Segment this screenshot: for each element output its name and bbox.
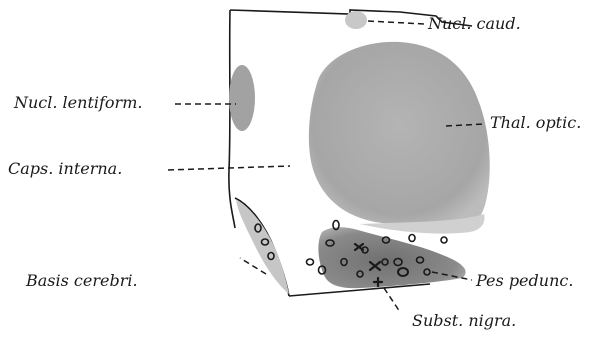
label-nucl-lentiform: Nucl. lentiform.	[14, 94, 142, 112]
label-pes-pedunc: Pes pedunc.	[476, 272, 573, 290]
label-thal-optic: Thal. optic.	[490, 114, 581, 132]
thal-optic-region	[309, 42, 490, 228]
nucl-caud-region	[345, 11, 367, 29]
leader-nucl-caud	[368, 21, 424, 24]
label-subst-nigra: Subst. nigra.	[412, 312, 516, 330]
leader-subst-nigra	[384, 288, 400, 312]
basis-cerebri-region	[236, 200, 289, 294]
label-nucl-caud: Nucl. caud.	[428, 15, 521, 33]
leader-basis-cerebri	[240, 258, 266, 274]
nucl-lentiform-region	[229, 65, 255, 131]
label-basis-cerebri: Basis cerebri.	[26, 272, 138, 290]
label-caps-interna: Caps. interna.	[8, 160, 122, 178]
